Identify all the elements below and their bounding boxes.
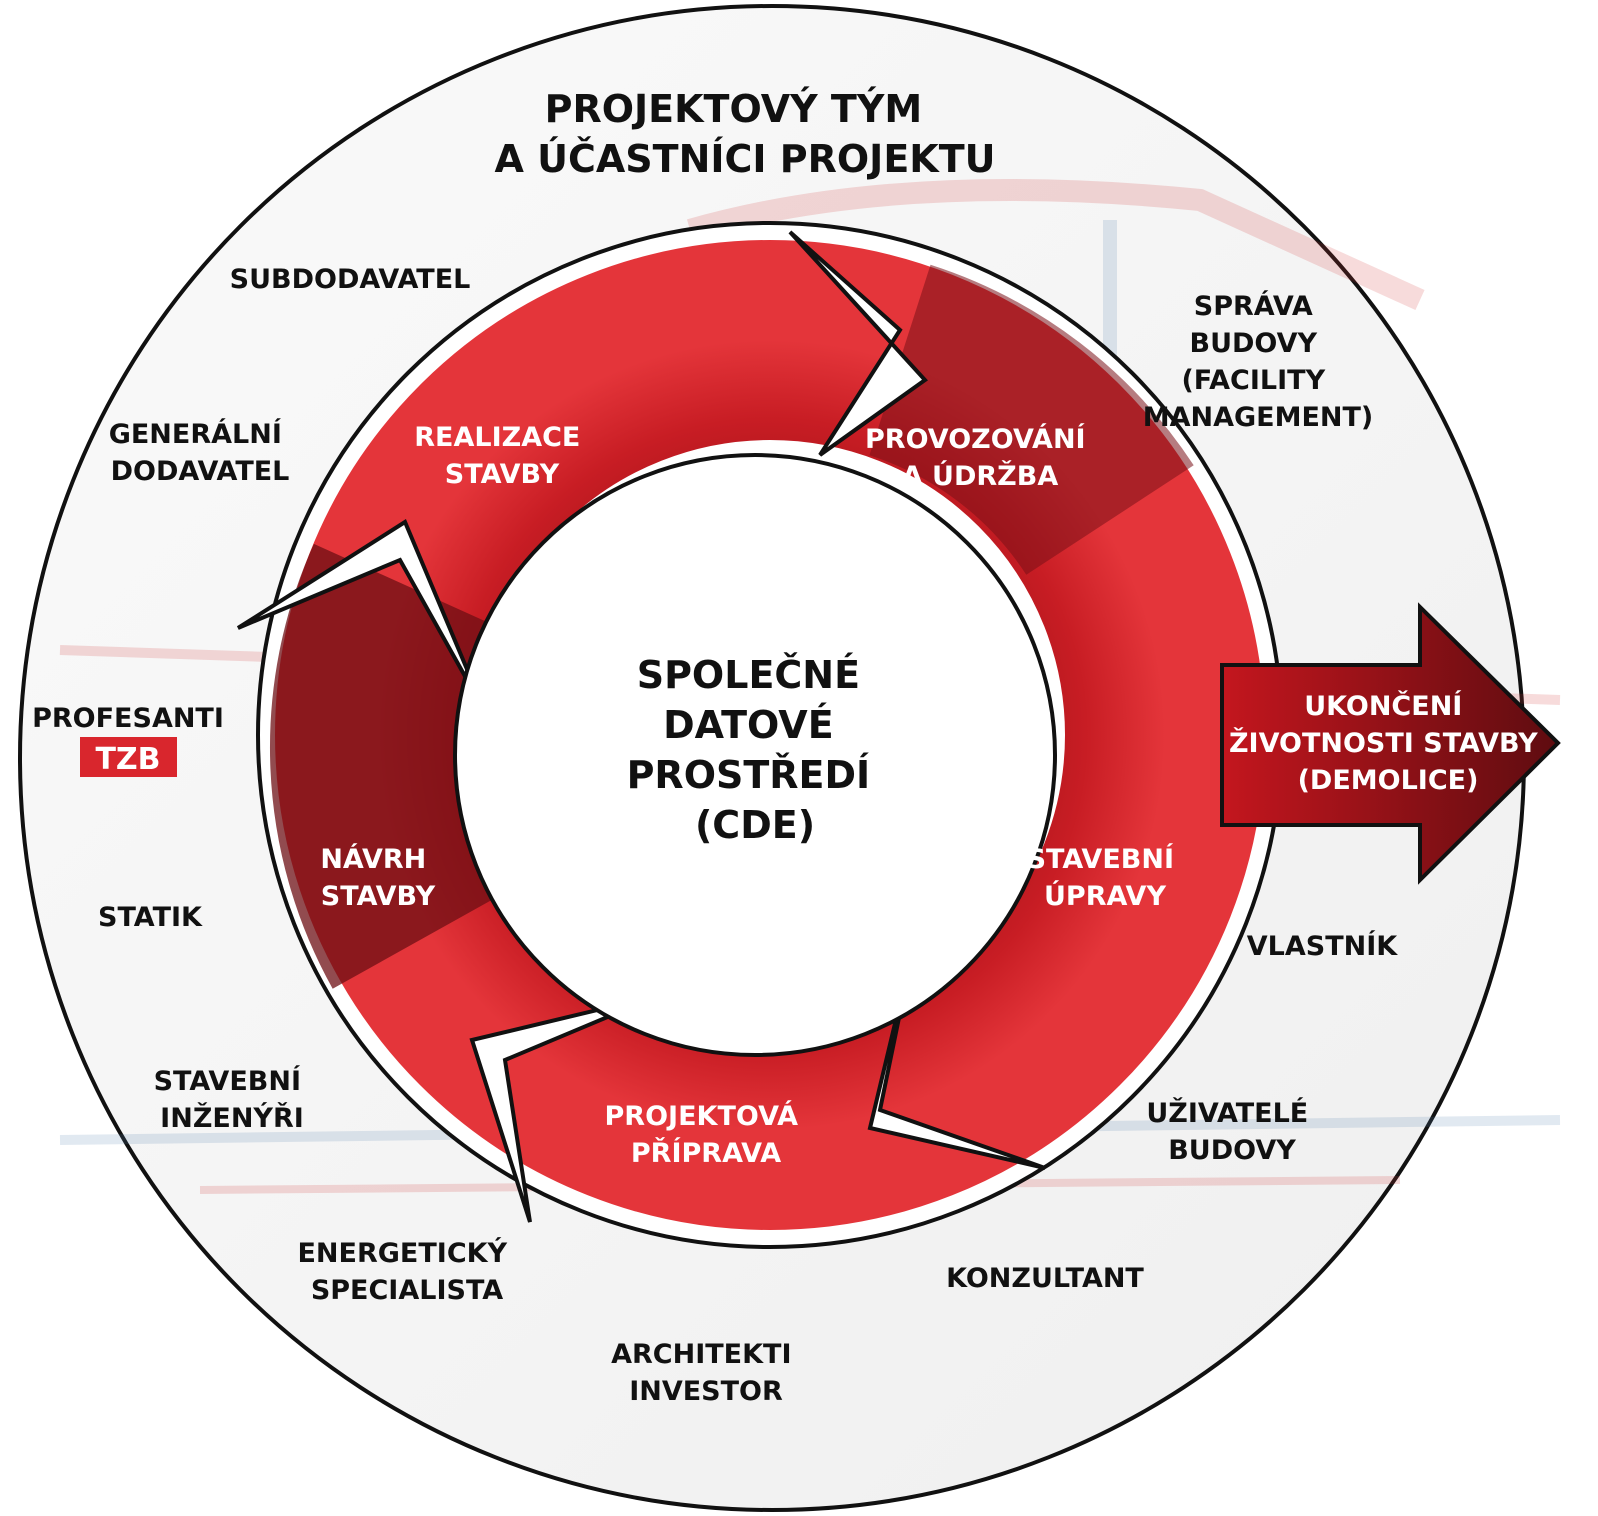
participant-architekti-investor: ARCHITEKTI INVESTOR bbox=[611, 1339, 801, 1407]
title-line-2: A ÚČASTNÍCI PROJEKTU bbox=[494, 137, 995, 181]
navrh-sector-shade bbox=[270, 543, 509, 989]
participant-statik: STATIK bbox=[98, 902, 203, 933]
participant-konzultant: KONZULTANT bbox=[946, 1263, 1144, 1294]
center-line-1: SPOLEČNÉ bbox=[637, 653, 860, 697]
center-line-4: (CDE) bbox=[695, 803, 815, 847]
provozovani-sector-shade bbox=[867, 264, 1194, 577]
participant-uzivatele-budovy: UŽIVATELÉ BUDOVY bbox=[1146, 1097, 1317, 1166]
participant-generalni-dodavatel: GENERÁLNÍ DODAVATEL bbox=[109, 418, 292, 487]
participant-energeticky-specialista: ENERGETICKÝ SPECIALISTA bbox=[297, 1237, 516, 1306]
tzb-badge: TZB bbox=[80, 737, 177, 777]
participant-profesanti: PROFESANTI bbox=[32, 703, 224, 734]
cde-center-circle bbox=[453, 453, 1057, 1057]
center-line-3: PROSTŘEDÍ bbox=[627, 753, 871, 797]
center-line-2: DATOVÉ bbox=[663, 703, 834, 747]
phase-projektova-priprava: PROJEKTOVÁ PŘÍPRAVA bbox=[605, 1100, 808, 1169]
phase-stavebni-upravy: STAVEBNÍ ÚPRAVY bbox=[1027, 843, 1184, 912]
participant-vlastnik: VLASTNÍK bbox=[1247, 930, 1399, 962]
demolition-arrow bbox=[1220, 602, 1561, 885]
title-line-1: PROJEKTOVÝ TÝM bbox=[545, 87, 923, 131]
tzb-badge-text: TZB bbox=[95, 742, 160, 777]
phase-navrh-stavby: NÁVRH STAVBY bbox=[320, 843, 435, 912]
svg-text:PROJEKTOVÝ TÝM A ÚČASTNÍCI: PROJEKTOVÝ TÝM A ÚČASTNÍCI PROJEKTU bbox=[494, 87, 995, 181]
phase-provozovani: PROVOZOVÁNÍ A ÚDRŽBA bbox=[865, 423, 1095, 492]
phase-realizace: REALIZACE STAVBY bbox=[414, 422, 590, 490]
phase-ukonceni: UKONČENÍ ŽIVOTNOSTI STAVBY (DEMOLICE) bbox=[1229, 690, 1547, 796]
participant-sprava-budovy: SPRÁVA BUDOVY (FACILITY MANAGEMENT) bbox=[1143, 290, 1374, 433]
participant-stavebni-inzenyri: STAVEBNÍ INŽENÝŘI bbox=[154, 1065, 311, 1134]
participant-subdodavatel: SUBDODAVATEL bbox=[230, 264, 471, 295]
arrowhead-realizace bbox=[788, 230, 928, 457]
svg-text:SPOLEČNÉ DATOVÉ PROSTŘ: SPOLEČNÉ DATOVÉ PROSTŘEDÍ (CDE) bbox=[627, 653, 884, 847]
tzb-badge-box bbox=[80, 737, 177, 777]
